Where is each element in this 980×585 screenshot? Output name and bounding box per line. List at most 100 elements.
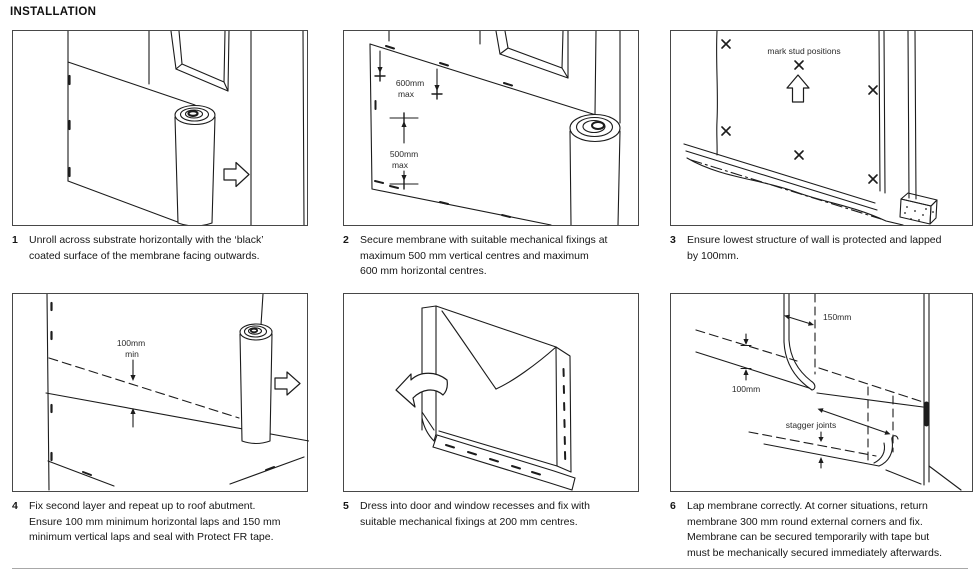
step-2-panel: 600mm max 500mm max 2 Secure membrane wi… bbox=[343, 30, 639, 280]
membrane-top-edge bbox=[369, 43, 597, 116]
fixing-tick bbox=[439, 62, 449, 67]
roll-core bbox=[249, 327, 259, 334]
dim-arrowhead bbox=[818, 457, 824, 463]
fixing-dash bbox=[445, 444, 455, 449]
lap-solid-line bbox=[763, 443, 880, 467]
membrane-bottom-edge bbox=[371, 188, 552, 225]
recess-right-jamb bbox=[556, 465, 572, 473]
fixing-tick bbox=[374, 180, 384, 184]
fixing-tick bbox=[389, 185, 399, 189]
dim-line bbox=[786, 315, 812, 325]
dim-arrowhead bbox=[884, 430, 891, 435]
unroll-direction-arrow-icon bbox=[223, 161, 250, 188]
lap-dim-unit: min bbox=[125, 349, 139, 359]
fixing-tick bbox=[385, 45, 395, 50]
step-2-figure: 600mm max 500mm max bbox=[343, 30, 639, 226]
step-number: 1 bbox=[12, 234, 18, 246]
step-caption-text: Unroll across substrate horizontally wit… bbox=[29, 234, 264, 262]
sheet-left-edge bbox=[716, 31, 718, 156]
sheet-edge-to-roll bbox=[260, 294, 264, 326]
step-6-panel: 150mm 100mm stagger joints 6 Lap membran… bbox=[670, 293, 973, 561]
window-frame-depth bbox=[499, 47, 569, 79]
step3-illustration: mark stud positions bbox=[683, 31, 938, 225]
stud-mark-x bbox=[794, 150, 804, 160]
step-number: 5 bbox=[343, 500, 349, 512]
membrane-roll-body bbox=[174, 116, 216, 225]
wall-stud-line bbox=[594, 31, 597, 115]
wall-left-edge bbox=[46, 294, 50, 491]
step1-illustration bbox=[67, 31, 305, 225]
window-frame-inner bbox=[504, 31, 564, 69]
membrane-roll-body bbox=[569, 130, 572, 225]
corner-post bbox=[914, 31, 917, 200]
lap-solid-line bbox=[695, 351, 810, 389]
membrane-fold-crease bbox=[495, 346, 557, 390]
lap-strip-dashdot bbox=[690, 159, 882, 220]
wall-stud-line bbox=[302, 31, 305, 225]
stagger-joints-label: stagger joints bbox=[786, 420, 837, 430]
lap-strip-torn-edge bbox=[686, 157, 904, 225]
fixing-tick bbox=[265, 466, 275, 471]
step-caption-text: Dress into door and window recesses and … bbox=[360, 500, 590, 528]
step-5-panel: 5 Dress into door and window recesses an… bbox=[343, 293, 639, 530]
dim-arrowhead bbox=[377, 67, 383, 73]
window-frame-inner bbox=[178, 31, 226, 83]
stud-mark-x bbox=[721, 126, 731, 136]
step-1-figure bbox=[12, 30, 308, 226]
fixing-tick bbox=[439, 201, 449, 205]
membrane-fold-crease bbox=[441, 310, 497, 390]
dim-arrowhead bbox=[130, 408, 136, 414]
step-6-figure: 150mm 100mm stagger joints bbox=[670, 293, 973, 492]
jamb-fold bbox=[421, 411, 435, 431]
vertical-lap-label: 150mm bbox=[823, 312, 851, 322]
step-3-figure: mark stud positions bbox=[670, 30, 973, 226]
jamb-fold bbox=[421, 417, 437, 442]
membrane-bottom-edge bbox=[67, 180, 184, 225]
page-title: INSTALLATION bbox=[10, 6, 97, 18]
fixing-tick bbox=[82, 471, 92, 476]
dim-arrowhead bbox=[401, 121, 407, 127]
step-4-panel: 100mm min 4 Fix second layer and repeat … bbox=[12, 293, 309, 546]
stud-positions-label: mark stud positions bbox=[767, 46, 840, 56]
corner-base bbox=[928, 465, 962, 491]
fixing-tick bbox=[501, 214, 511, 218]
window-frame-depth bbox=[175, 63, 229, 92]
membrane-curl bbox=[873, 442, 886, 464]
membrane-curl bbox=[788, 339, 816, 391]
step-5-figure bbox=[343, 293, 639, 492]
dim-arrowhead bbox=[130, 375, 136, 381]
bottom-divider bbox=[12, 568, 968, 569]
step-caption-text: Fix second layer and repeat up to roof a… bbox=[29, 500, 281, 543]
step-4-caption: 4 Fix second layer and repeat up to roof… bbox=[12, 499, 308, 546]
step-1-caption: 1 Unroll across substrate horizontally w… bbox=[12, 233, 308, 264]
fixing-tick bbox=[503, 82, 513, 87]
dim-arrowhead bbox=[808, 321, 814, 326]
lap-dim-label: 100mm bbox=[117, 338, 145, 348]
membrane-top-edge bbox=[435, 305, 557, 348]
roll-core bbox=[591, 121, 605, 130]
step6-illustration: 150mm 100mm stagger joints bbox=[695, 294, 962, 491]
dim-label-horizontal-unit: max bbox=[398, 89, 415, 99]
step-3-caption: 3 Ensure lowest structure of wall is pro… bbox=[670, 233, 973, 264]
recess-right-edge bbox=[555, 346, 558, 467]
footing-block bbox=[929, 199, 938, 225]
membrane-bottom-edge bbox=[438, 430, 558, 467]
step5-illustration bbox=[395, 305, 576, 491]
step-2-caption: 2 Secure membrane with suitable mechanic… bbox=[343, 233, 639, 280]
roll-body-fill bbox=[570, 131, 620, 225]
step4-illustration: 100mm min bbox=[45, 294, 309, 491]
dim-label-vertical-unit: max bbox=[392, 160, 409, 170]
step-caption-text: Ensure lowest structure of wall is prote… bbox=[687, 234, 942, 262]
corner-post bbox=[907, 31, 910, 199]
step-number: 4 bbox=[12, 500, 18, 512]
dim-arrowhead bbox=[818, 437, 824, 442]
up-arrow-icon bbox=[786, 74, 810, 103]
dim-label-horizontal: 600mm bbox=[396, 78, 424, 88]
sheet-right-edge bbox=[878, 31, 881, 192]
stud-mark-x bbox=[868, 85, 878, 95]
step-caption-text: Secure membrane with suitable mechanical… bbox=[360, 234, 608, 277]
step-number: 3 bbox=[670, 234, 676, 246]
roll-body-fill bbox=[240, 334, 272, 444]
unroll-direction-arrow-icon bbox=[274, 371, 301, 396]
lap-strip-top bbox=[683, 143, 876, 204]
